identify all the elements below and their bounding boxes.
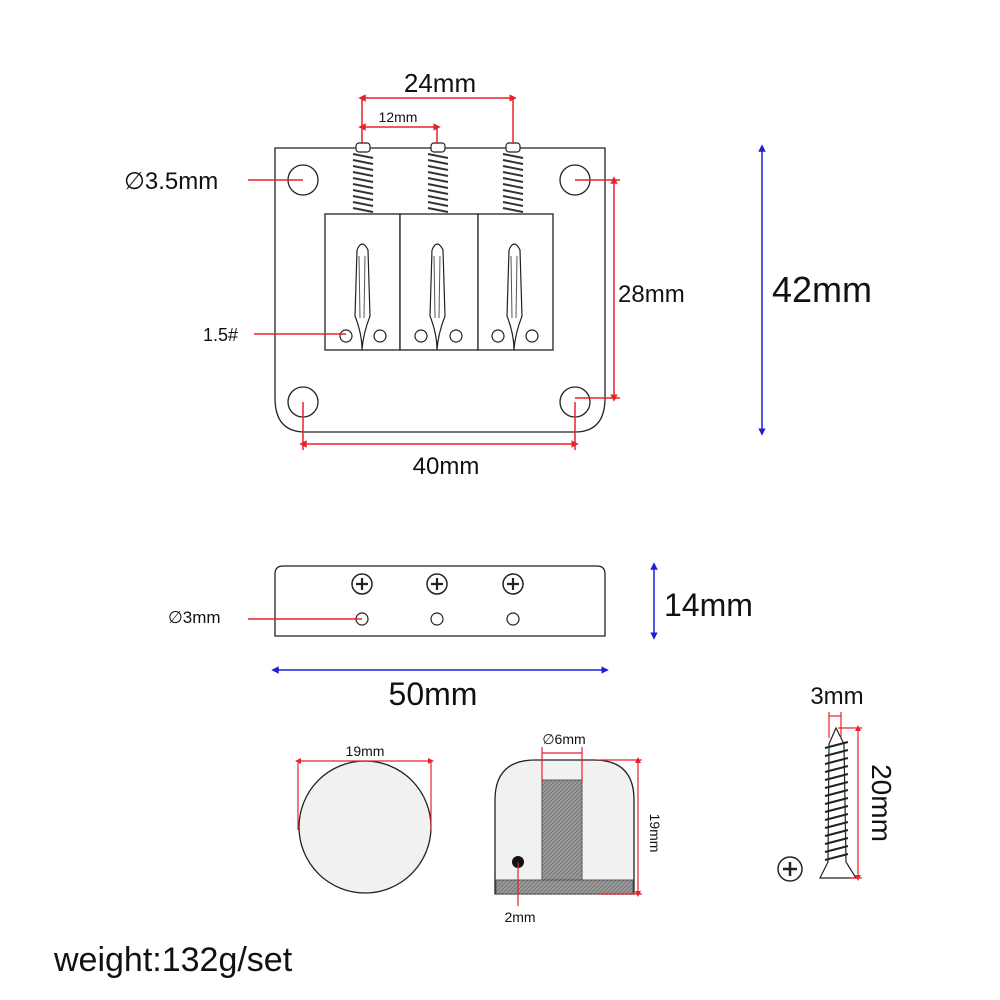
knob-bore [541, 779, 583, 881]
label-hole-3mm: ∅3mm [168, 608, 221, 627]
phillips-screw-head-2 [426, 573, 448, 595]
label-14mm: 14mm [664, 587, 753, 623]
dimension-12mm: 12mm [358, 109, 441, 144]
mounting-screw: 3mm 20mm [777, 683, 897, 882]
label-set-screw: 2mm [504, 909, 535, 925]
label-knob-height: 19mm [647, 814, 663, 853]
label-12mm: 12mm [379, 109, 418, 125]
dimension-hole-3mm: ∅3mm [168, 608, 362, 627]
label-24mm: 24mm [404, 68, 476, 98]
label-28mm: 28mm [618, 281, 685, 308]
knob-face [298, 760, 432, 894]
string-hole-2 [430, 612, 444, 626]
dimension-28mm: 28mm [575, 176, 685, 402]
dimension-14mm: 14mm [650, 562, 753, 640]
knob-top-view: 19mm [295, 743, 434, 894]
label-42mm: 42mm [772, 269, 872, 310]
dimension-screw-1-5: 1.5# [203, 325, 346, 345]
saddle-3 [477, 213, 554, 351]
dimension-42mm: 42mm [758, 144, 872, 436]
dimension-40mm: 40mm [299, 402, 579, 480]
screw-body [819, 726, 858, 879]
bridge-side-view: ∅3mm 14mm 50mm [168, 562, 753, 712]
string-hole-3 [506, 612, 520, 626]
phillips-screw-head-3 [502, 573, 524, 595]
intonation-spring-2 [427, 142, 449, 213]
label-knob-width: 19mm [346, 743, 385, 759]
knob-section-view: ∅6mm 2mm 19mm [494, 731, 663, 925]
dimension-50mm: 50mm [271, 666, 609, 712]
screw-phillips-head [777, 856, 803, 882]
label-hole-3-5mm: ∅3.5mm [124, 168, 218, 195]
intonation-spring-1 [352, 142, 374, 213]
label-knob-bore: ∅6mm [542, 731, 585, 747]
dimension-24mm: 24mm [358, 68, 517, 144]
label-50mm: 50mm [389, 676, 478, 712]
label-screw-1-5: 1.5# [203, 325, 238, 345]
dimension-hole-3-5mm: ∅3.5mm [124, 168, 303, 195]
phillips-screw-head-1 [351, 573, 373, 595]
label-40mm: 40mm [413, 453, 480, 480]
label-screw-length: 20mm [866, 764, 897, 842]
saddle-2 [399, 213, 479, 351]
intonation-spring-3 [502, 142, 524, 213]
knob-base-section [495, 879, 634, 895]
bridge-top-view: 24mm 12mm ∅3.5mm 1.5# 28mm [124, 68, 872, 480]
label-screw-diameter: 3mm [810, 683, 863, 710]
weight-caption: weight:132g/set [53, 941, 293, 979]
saddle-1 [324, 213, 401, 351]
